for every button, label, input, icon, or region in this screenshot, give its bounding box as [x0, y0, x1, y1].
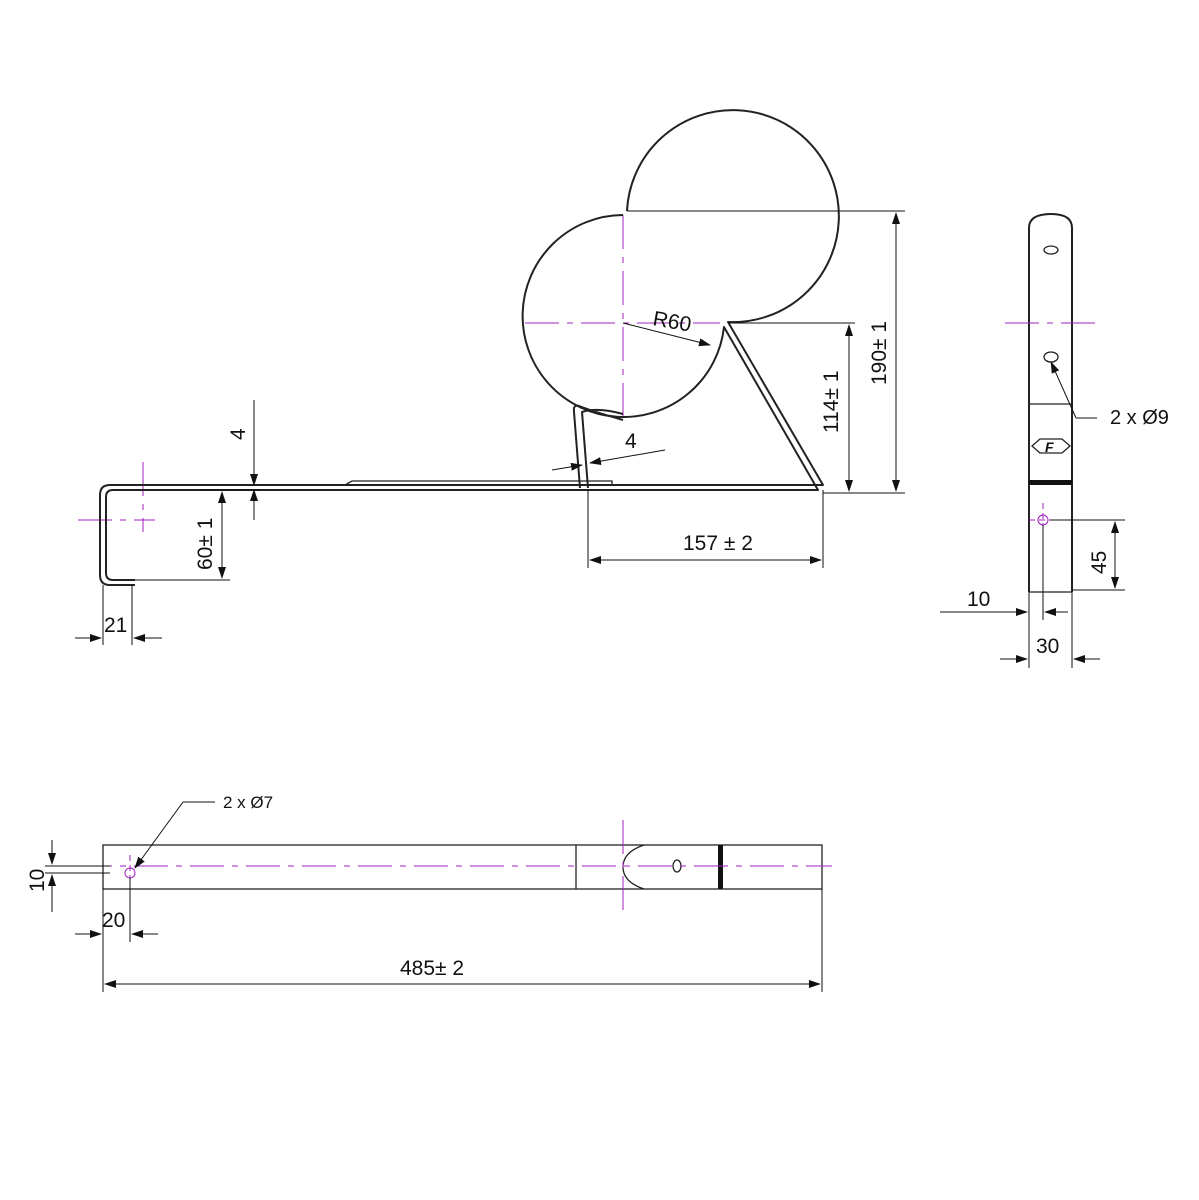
end-view-hole-upper [1043, 351, 1059, 363]
hole-7-label: 2 x Ø7 [223, 793, 273, 812]
plan-view-outline [102, 844, 823, 890]
bracket-slot-leg [572, 404, 624, 489]
plan-view: 2 x Ø7 10 20 485± 2 [26, 793, 832, 992]
plan-view-weld-mark [718, 845, 723, 889]
end-view-outline [1028, 213, 1073, 592]
plan-hole-y-label: 10 [26, 869, 49, 892]
plan-hole-x-label: 20 [102, 909, 125, 932]
hole-9-leader-diagonal [1050, 361, 1077, 419]
end-view-slot-top [1043, 245, 1059, 255]
bracket-profile-inner [105, 214, 819, 581]
hook-offset-label: 21 [104, 614, 127, 637]
logo-text: F [1045, 439, 1054, 455]
logo-outline [1031, 438, 1071, 454]
thickness-top-label: 4 [227, 428, 250, 440]
radius-leader [622, 322, 711, 347]
bracket-profile-outer [99, 109, 840, 586]
hook-height-label: 60± 1 [194, 518, 217, 570]
thickness-slot-dim-line [551, 462, 583, 471]
hole-offset-label: 45 [1088, 551, 1111, 574]
logo-badge: F [1031, 438, 1071, 455]
plan-view-arc-cut [622, 844, 645, 890]
total-height-label: 190± 1 [868, 321, 891, 385]
end-view: F 2 x Ø9 45 10 30 [940, 213, 1169, 668]
base-width-label: 157 ± 2 [683, 532, 753, 555]
end-view-weld-mark [1029, 480, 1072, 485]
length-label: 485± 2 [400, 957, 464, 980]
hole-9-label: 2 x Ø9 [1110, 407, 1169, 429]
plan-view-slot [672, 859, 682, 873]
side-view: R60 4 4 60± 1 21 114± 1 190± 1 157 [75, 109, 905, 645]
thickness-slot-label: 4 [625, 430, 637, 453]
width-label: 30 [1036, 635, 1059, 658]
hole-7-leader-diagonal [134, 801, 184, 869]
weld-strip [344, 480, 613, 486]
thickness-slot-dim-line-right [589, 449, 666, 466]
arc-center-height-label: 114± 1 [820, 370, 843, 433]
edge-offset-label: 10 [967, 588, 990, 611]
